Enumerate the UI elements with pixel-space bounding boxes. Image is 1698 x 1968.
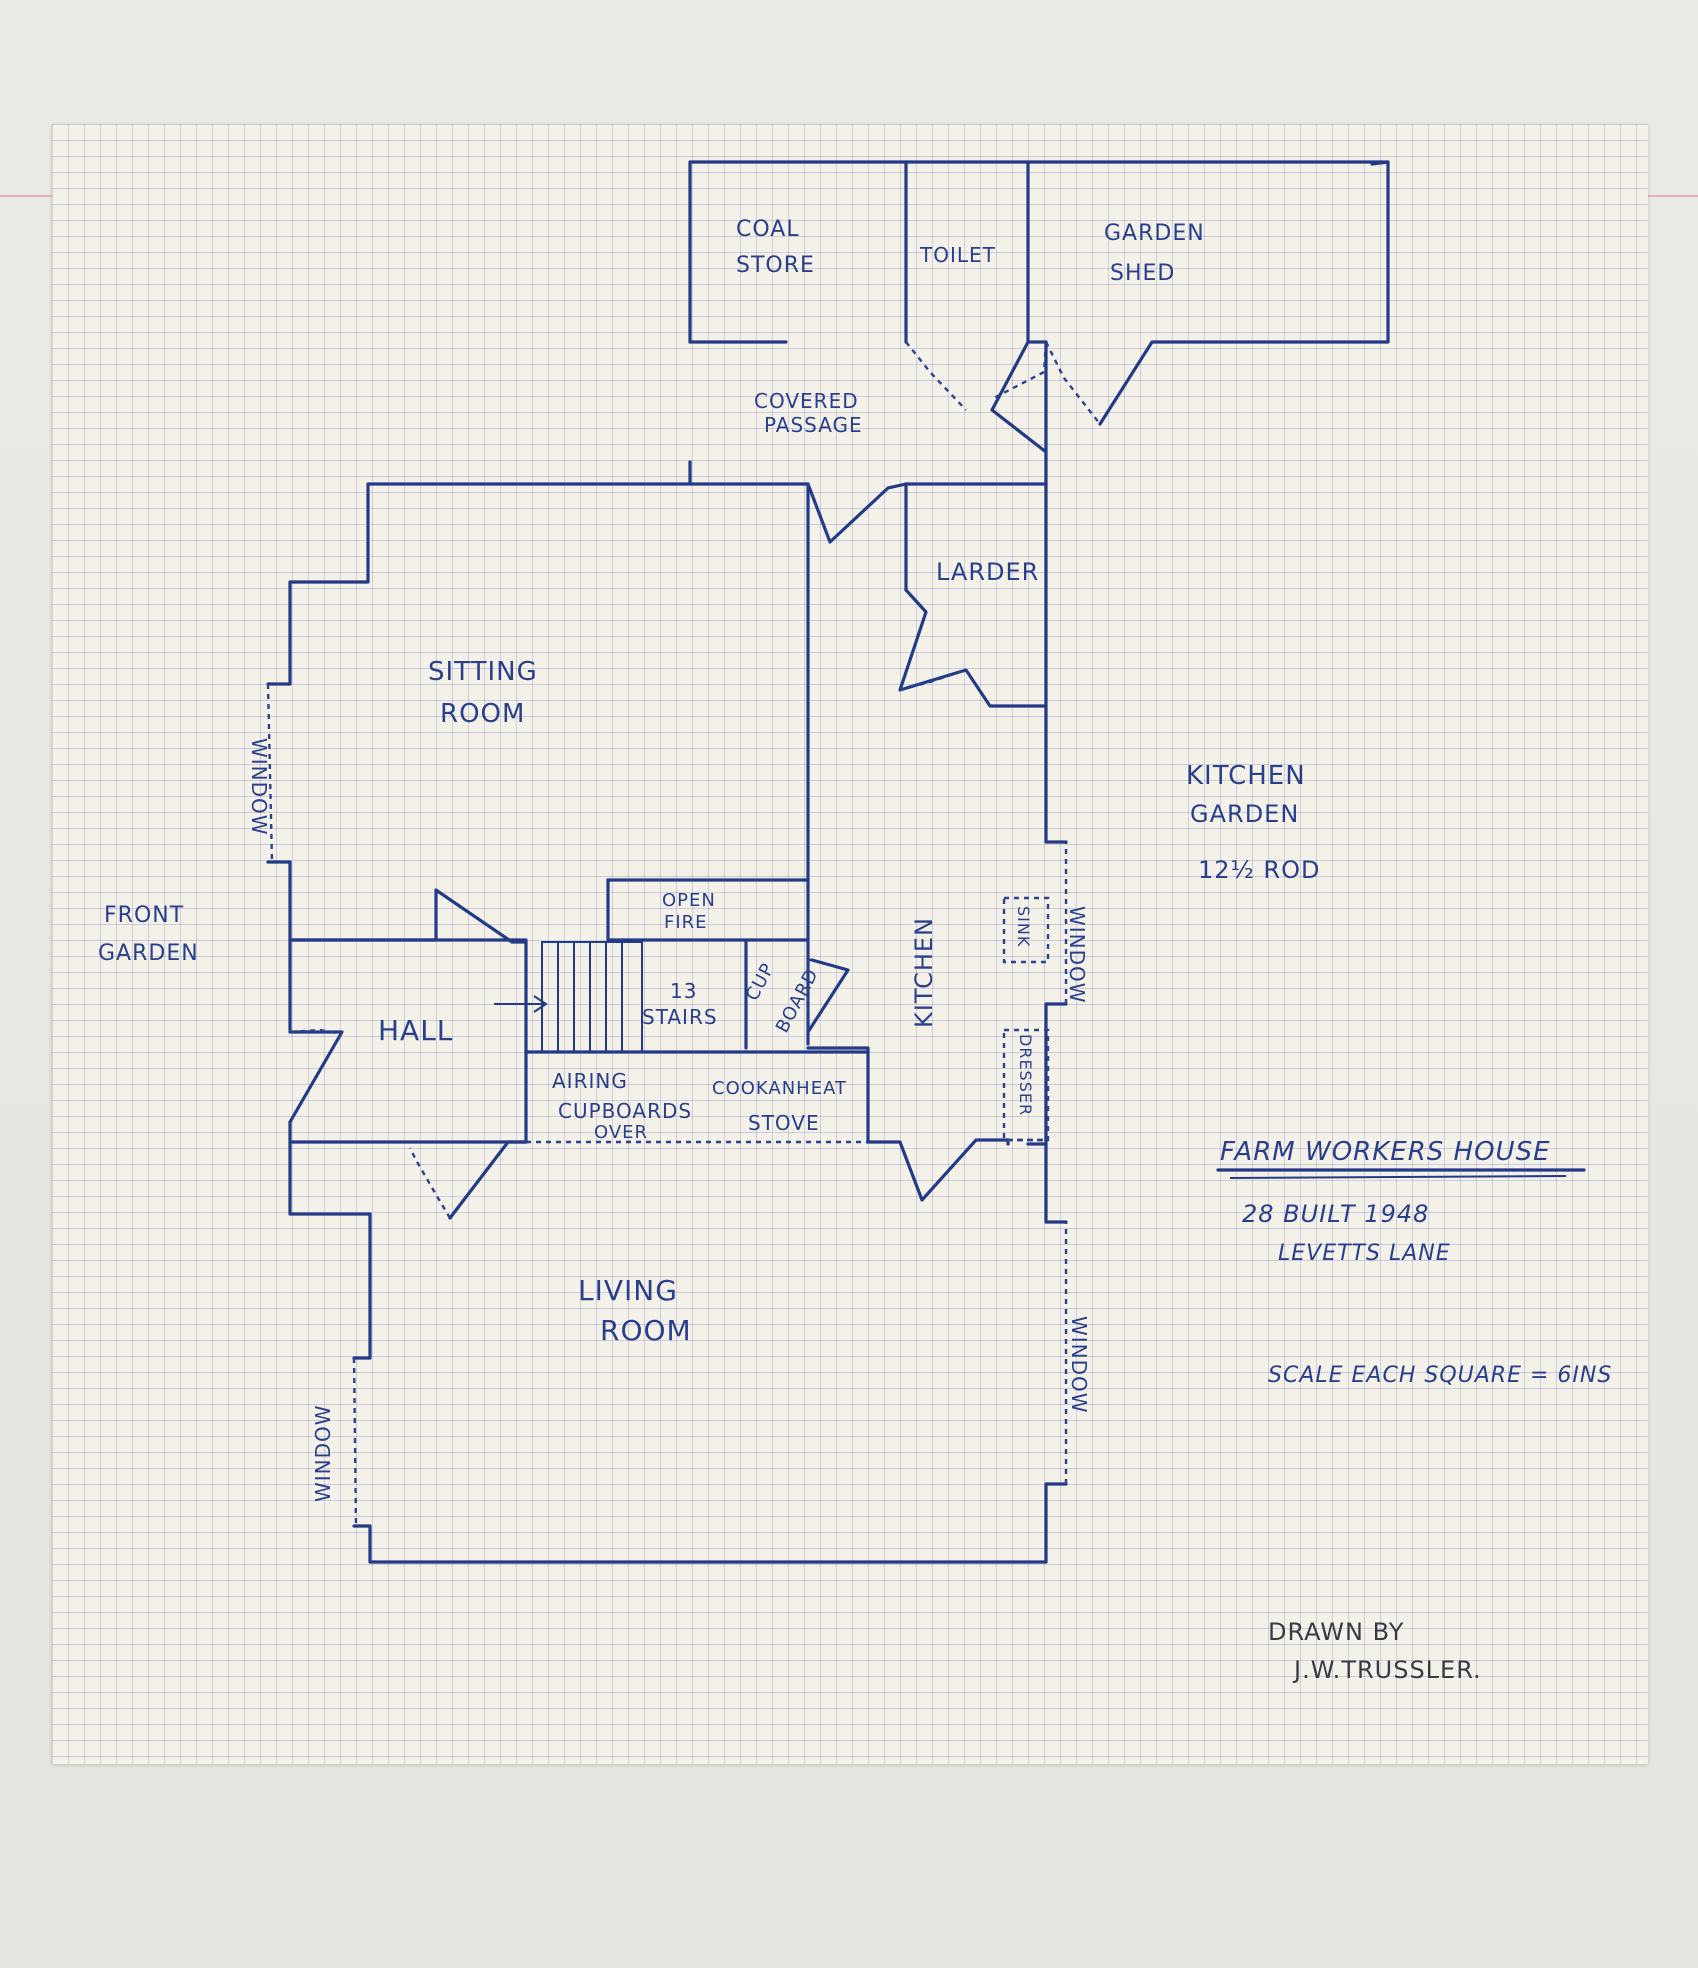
- airing-cupboards-label: AIRING CUPBOARDS OVER: [552, 1069, 692, 1143]
- hall-label: HALL: [378, 1014, 453, 1047]
- kitchen-label: KITCHEN: [910, 917, 938, 1028]
- coal-store-label: COAL STORE: [736, 217, 815, 278]
- stairs-label-text: STAIRS: [642, 1005, 718, 1029]
- outbuildings: [688, 160, 1390, 486]
- covered-passage-label: COVERED PASSAGE: [754, 389, 863, 437]
- title-block-line1: 28 BUILT 1948: [1242, 1200, 1429, 1228]
- cupboard-label-line2: BOARD: [772, 965, 823, 1036]
- sink-label: SINK: [1014, 906, 1033, 947]
- sitting-room-label-line2: ROOM: [440, 699, 525, 729]
- garden-shed-label-line1: GARDEN: [1104, 221, 1205, 246]
- kitchen-garden-label-line2: GARDEN: [1190, 800, 1299, 828]
- title-block-title: FARM WORKERS HOUSE: [1220, 1137, 1551, 1167]
- open-fire-label: OPEN FIRE: [662, 890, 716, 933]
- stairs-label: 13 STAIRS: [642, 979, 718, 1029]
- staircase: [494, 941, 643, 1053]
- covered-passage-label-line1: COVERED: [754, 389, 859, 413]
- front-garden-label: FRONT GARDEN: [98, 903, 199, 966]
- kitchen-fittings: [1002, 896, 1050, 1142]
- signature-block: DRAWN BY J.W.TRUSSLER.: [1268, 1618, 1482, 1684]
- airing-cupboards-label-line3: OVER: [594, 1122, 648, 1143]
- dresser-label: DRESSER: [1016, 1034, 1035, 1116]
- open-fire-label-line2: FIRE: [664, 912, 708, 933]
- living-room-left-window-label: WINDOW: [311, 1404, 335, 1502]
- living-room-label-line1: LIVING: [578, 1274, 678, 1307]
- coal-store-label-line1: COAL: [736, 217, 800, 242]
- kitchen-garden-area-label: 12½ ROD: [1198, 856, 1320, 884]
- margin-line-right: [1648, 195, 1698, 197]
- kitchen-garden-label: KITCHEN GARDEN 12½ ROD: [1186, 761, 1320, 884]
- living-room-right-window-label: WINDOW: [1067, 1316, 1091, 1414]
- front-garden-label-line2: GARDEN: [98, 941, 199, 966]
- title-block-scale: SCALE EACH SQUARE = 6INS: [1268, 1363, 1612, 1388]
- open-fire-label-line1: OPEN: [662, 890, 716, 911]
- covered-passage-label-line2: PASSAGE: [764, 413, 863, 437]
- garden-shed-label-line2: SHED: [1110, 261, 1175, 286]
- coal-store-label-line2: STORE: [736, 253, 815, 278]
- garden-shed-label: GARDEN SHED: [1104, 221, 1205, 286]
- living-room-label: LIVING ROOM: [578, 1274, 692, 1347]
- toilet-label: TOILET: [919, 243, 996, 267]
- title-block: FARM WORKERS HOUSE 28 BUILT 1948 LEVETTS…: [1216, 1137, 1612, 1388]
- house-walls: [266, 482, 1068, 1564]
- internal-walls: [288, 482, 1048, 1220]
- margin-line-left: [0, 195, 52, 197]
- sitting-room-window-label: WINDOW: [247, 738, 271, 836]
- kitchen-garden-label-line1: KITCHEN: [1186, 761, 1306, 791]
- stairs-count-label: 13: [670, 979, 697, 1003]
- larder-label: LARDER: [936, 558, 1039, 586]
- signature-line2: J.W.TRUSSLER.: [1292, 1656, 1482, 1684]
- signature-line1: DRAWN BY: [1268, 1618, 1404, 1646]
- title-block-line2: LEVETTS LANE: [1278, 1241, 1451, 1266]
- graph-paper-sheet: [52, 124, 1648, 1764]
- cookanheat-stove-label-line1: COOKANHEAT: [712, 1078, 847, 1099]
- sitting-room-label: SITTING ROOM: [428, 657, 538, 729]
- kitchen-window-label: WINDOW: [1065, 906, 1089, 1004]
- airing-cupboards-label-line2: CUPBOARDS: [558, 1099, 692, 1123]
- cookanheat-stove-label-line2: STOVE: [748, 1111, 820, 1135]
- airing-cupboards-label-line1: AIRING: [552, 1069, 628, 1093]
- living-room-label-line2: ROOM: [600, 1314, 692, 1347]
- cookanheat-stove-label: COOKANHEAT STOVE: [712, 1078, 847, 1135]
- front-garden-label-line1: FRONT: [104, 903, 184, 928]
- sitting-room-label-line1: SITTING: [428, 657, 538, 687]
